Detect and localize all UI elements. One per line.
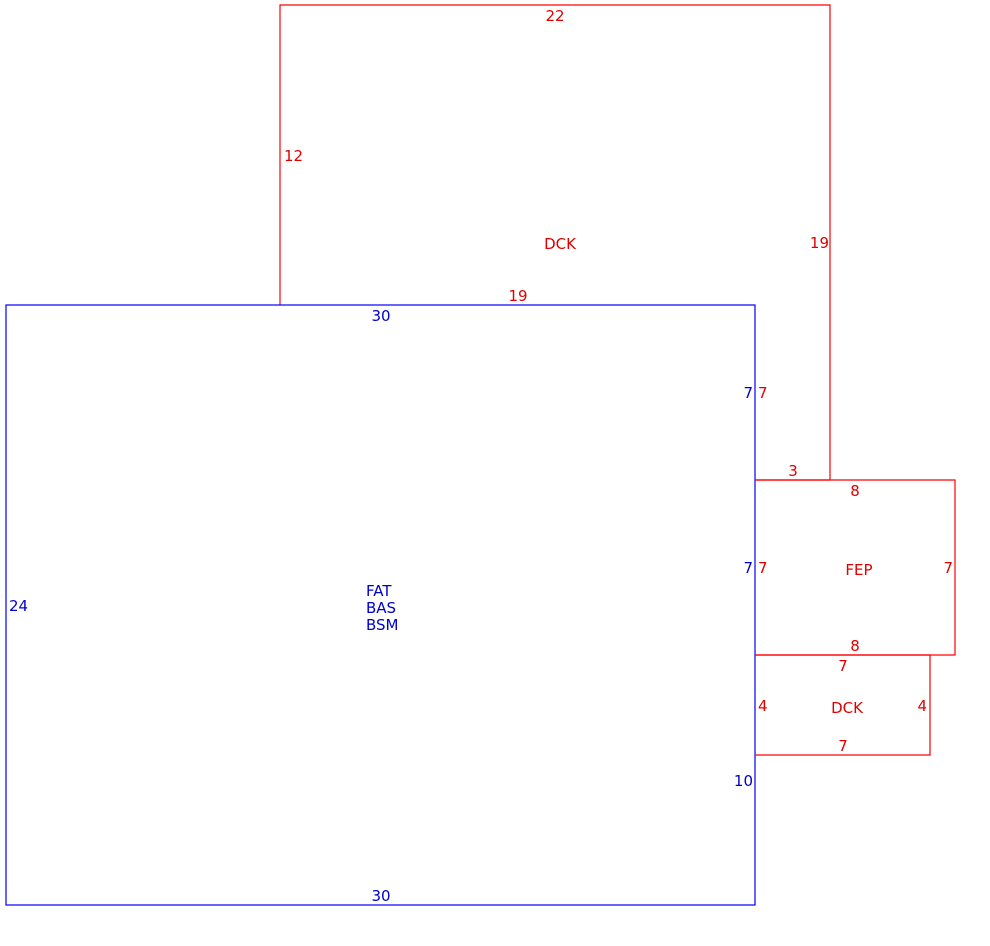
main-area-outline	[5, 304, 756, 906]
main-area-dim-left: 24	[9, 597, 28, 615]
main-area-label-bsm: BSM	[366, 616, 399, 634]
main-area: 30 30 24 7 7 10 FAT BAS BSM	[5, 304, 756, 906]
main-area-label-bas: BAS	[366, 599, 396, 617]
deck-large-dim-bottom: 19	[508, 287, 527, 305]
main-area-label-fat: FAT	[366, 582, 392, 600]
porch-dim-bottom: 8	[850, 637, 860, 655]
deck-small-dim-bottom: 7	[838, 737, 848, 755]
main-area-dim-right-lower: 10	[734, 772, 753, 790]
deck-large-label: DCK	[544, 235, 577, 253]
deck-large-dim-top: 22	[545, 7, 564, 25]
deck-large-dim-right: 19	[810, 234, 829, 252]
deck-small: 7 7 4 4 DCK	[755, 654, 931, 756]
deck-small-label: DCK	[831, 699, 864, 717]
porch-dim-left: 7	[758, 559, 768, 577]
deck-small-dim-top: 7	[838, 657, 848, 675]
main-area-dim-right-middle: 7	[743, 559, 753, 577]
deck-large: 22 12 19 19 7 3 DCK	[279, 4, 831, 481]
deck-small-dim-right: 4	[917, 697, 927, 715]
deck-large-dim-step: 3	[788, 462, 798, 480]
deck-small-outline	[755, 654, 931, 756]
deck-large-dim-left: 12	[284, 147, 303, 165]
deck-small-dim-left: 4	[758, 697, 768, 715]
porch-label: FEP	[845, 561, 872, 579]
main-area-dim-bottom: 30	[371, 887, 390, 905]
porch-dim-right: 7	[943, 559, 953, 577]
main-area-dim-right-upper: 7	[743, 384, 753, 402]
main-area-dim-top: 30	[371, 307, 390, 325]
porch-dim-top: 8	[850, 482, 860, 500]
porch: 8 8 7 7 FEP	[755, 479, 956, 656]
deck-large-dim-inner-right: 7	[758, 384, 768, 402]
